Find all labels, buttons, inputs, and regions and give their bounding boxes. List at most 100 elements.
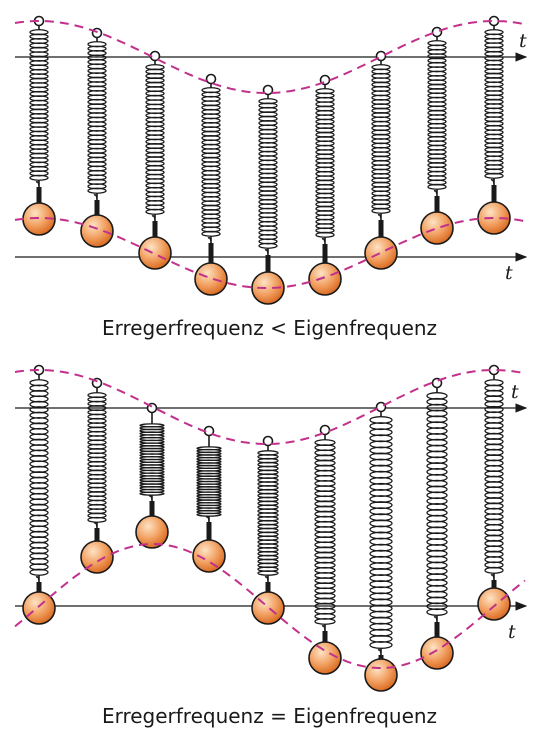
hook: [377, 213, 382, 221]
spring-coil: [369, 416, 393, 649]
mass-rod: [94, 200, 100, 215]
axis-label-bottom: t: [508, 621, 516, 643]
spring-coil: [315, 88, 335, 238]
hook: [490, 178, 495, 186]
spring-coil: [87, 392, 107, 523]
mass-rod: [152, 221, 158, 237]
mass-ball: [308, 262, 342, 296]
mass-rod: [94, 528, 100, 541]
suspension-ring: [375, 401, 387, 413]
spring-coil: [427, 40, 447, 190]
mass-rod: [265, 582, 271, 592]
mass-rod: [265, 255, 271, 272]
mass-rod: [36, 582, 42, 592]
spring-coil: [484, 29, 504, 179]
spring-coil: [257, 450, 279, 576]
hook: [264, 248, 269, 256]
spring-coil: [314, 439, 336, 625]
excitation-curve: [14, 369, 526, 445]
spring-pendulum: [420, 26, 454, 245]
hook: [93, 522, 98, 529]
spring-coil: [29, 29, 49, 181]
mass-ball: [135, 515, 169, 549]
caption-resonance: Erregerfrequenz = Eigenfrequenz: [101, 704, 438, 728]
spring-pendulum: [251, 84, 285, 305]
hook: [321, 624, 326, 632]
spring-pendulum: [364, 401, 398, 692]
spring-pendulum-group: [22, 364, 511, 692]
axis-label-top: t: [519, 30, 527, 52]
spring-pendulum: [138, 50, 172, 270]
mass-ball: [420, 211, 454, 245]
hook: [377, 648, 382, 656]
caption-below-resonance: Erregerfrequenz < Eigenfrequenz: [101, 316, 438, 340]
spring-coil: [29, 379, 49, 576]
spring-pendulum: [251, 435, 285, 625]
spring-pendulum: [364, 50, 398, 270]
spring-pendulum: [477, 364, 511, 621]
spring-pendulum-group: [22, 15, 511, 305]
mass-ball: [308, 641, 342, 675]
mass-rod: [206, 522, 212, 540]
mass-ball: [194, 262, 228, 296]
hook: [151, 214, 156, 222]
spring-pendulum: [477, 15, 511, 235]
excitation-curve: [14, 20, 526, 94]
mass-ball: [251, 271, 285, 305]
mass-ball: [192, 539, 226, 573]
mass-rod: [491, 580, 497, 588]
spring-coil: [426, 392, 448, 616]
spring-pendulum: [135, 402, 169, 549]
suspension-ring: [431, 26, 443, 38]
spring-pendulum: [308, 424, 342, 675]
mass-rod: [322, 631, 328, 642]
spring-pendulum: [420, 377, 454, 670]
spring-coil: [196, 446, 222, 517]
mass-trajectory-curve: [14, 542, 526, 669]
spring-coil: [87, 41, 107, 194]
mass-rod: [208, 243, 214, 263]
hook: [148, 495, 153, 502]
hook: [433, 189, 438, 197]
mass-ball: [364, 658, 398, 692]
hook: [321, 237, 326, 245]
axis-label-bottom: t: [505, 262, 513, 284]
mass-rod: [434, 196, 440, 212]
hook: [264, 575, 269, 583]
mass-ball: [364, 236, 398, 270]
spring-coil: [139, 423, 165, 496]
hook: [490, 573, 495, 581]
mass-rod: [149, 501, 155, 516]
hook: [93, 193, 98, 201]
mass-ball: [22, 591, 56, 625]
spring-pendulum: [22, 15, 56, 236]
mass-ball: [251, 591, 285, 625]
spring-coil: [258, 98, 278, 249]
mass-ball: [80, 214, 114, 248]
mass-rod: [322, 244, 328, 263]
mass-rod: [434, 622, 440, 637]
spring-coil: [484, 379, 504, 574]
spring-coil: [145, 64, 165, 215]
spring-pendulum: [194, 73, 228, 296]
spring-coil: [201, 87, 221, 237]
mass-rod: [36, 187, 42, 203]
hook: [35, 575, 40, 583]
hook: [35, 180, 40, 188]
mass-rod: [378, 655, 384, 659]
panel-resonance: t t: [14, 364, 528, 692]
hook: [433, 615, 438, 623]
hook: [205, 516, 210, 523]
mass-ball: [80, 540, 114, 574]
spring-pendulum: [192, 425, 226, 573]
spring-pendulum: [80, 27, 114, 248]
panel-below-resonance: t t: [14, 15, 528, 305]
spring-pendulum: [80, 377, 114, 574]
mass-ball: [477, 587, 511, 621]
suspension-ring: [205, 73, 217, 85]
spring-pendulum: [22, 364, 56, 625]
mass-rod: [491, 185, 497, 202]
spring-coil: [371, 64, 391, 214]
mass-ball: [138, 236, 172, 270]
